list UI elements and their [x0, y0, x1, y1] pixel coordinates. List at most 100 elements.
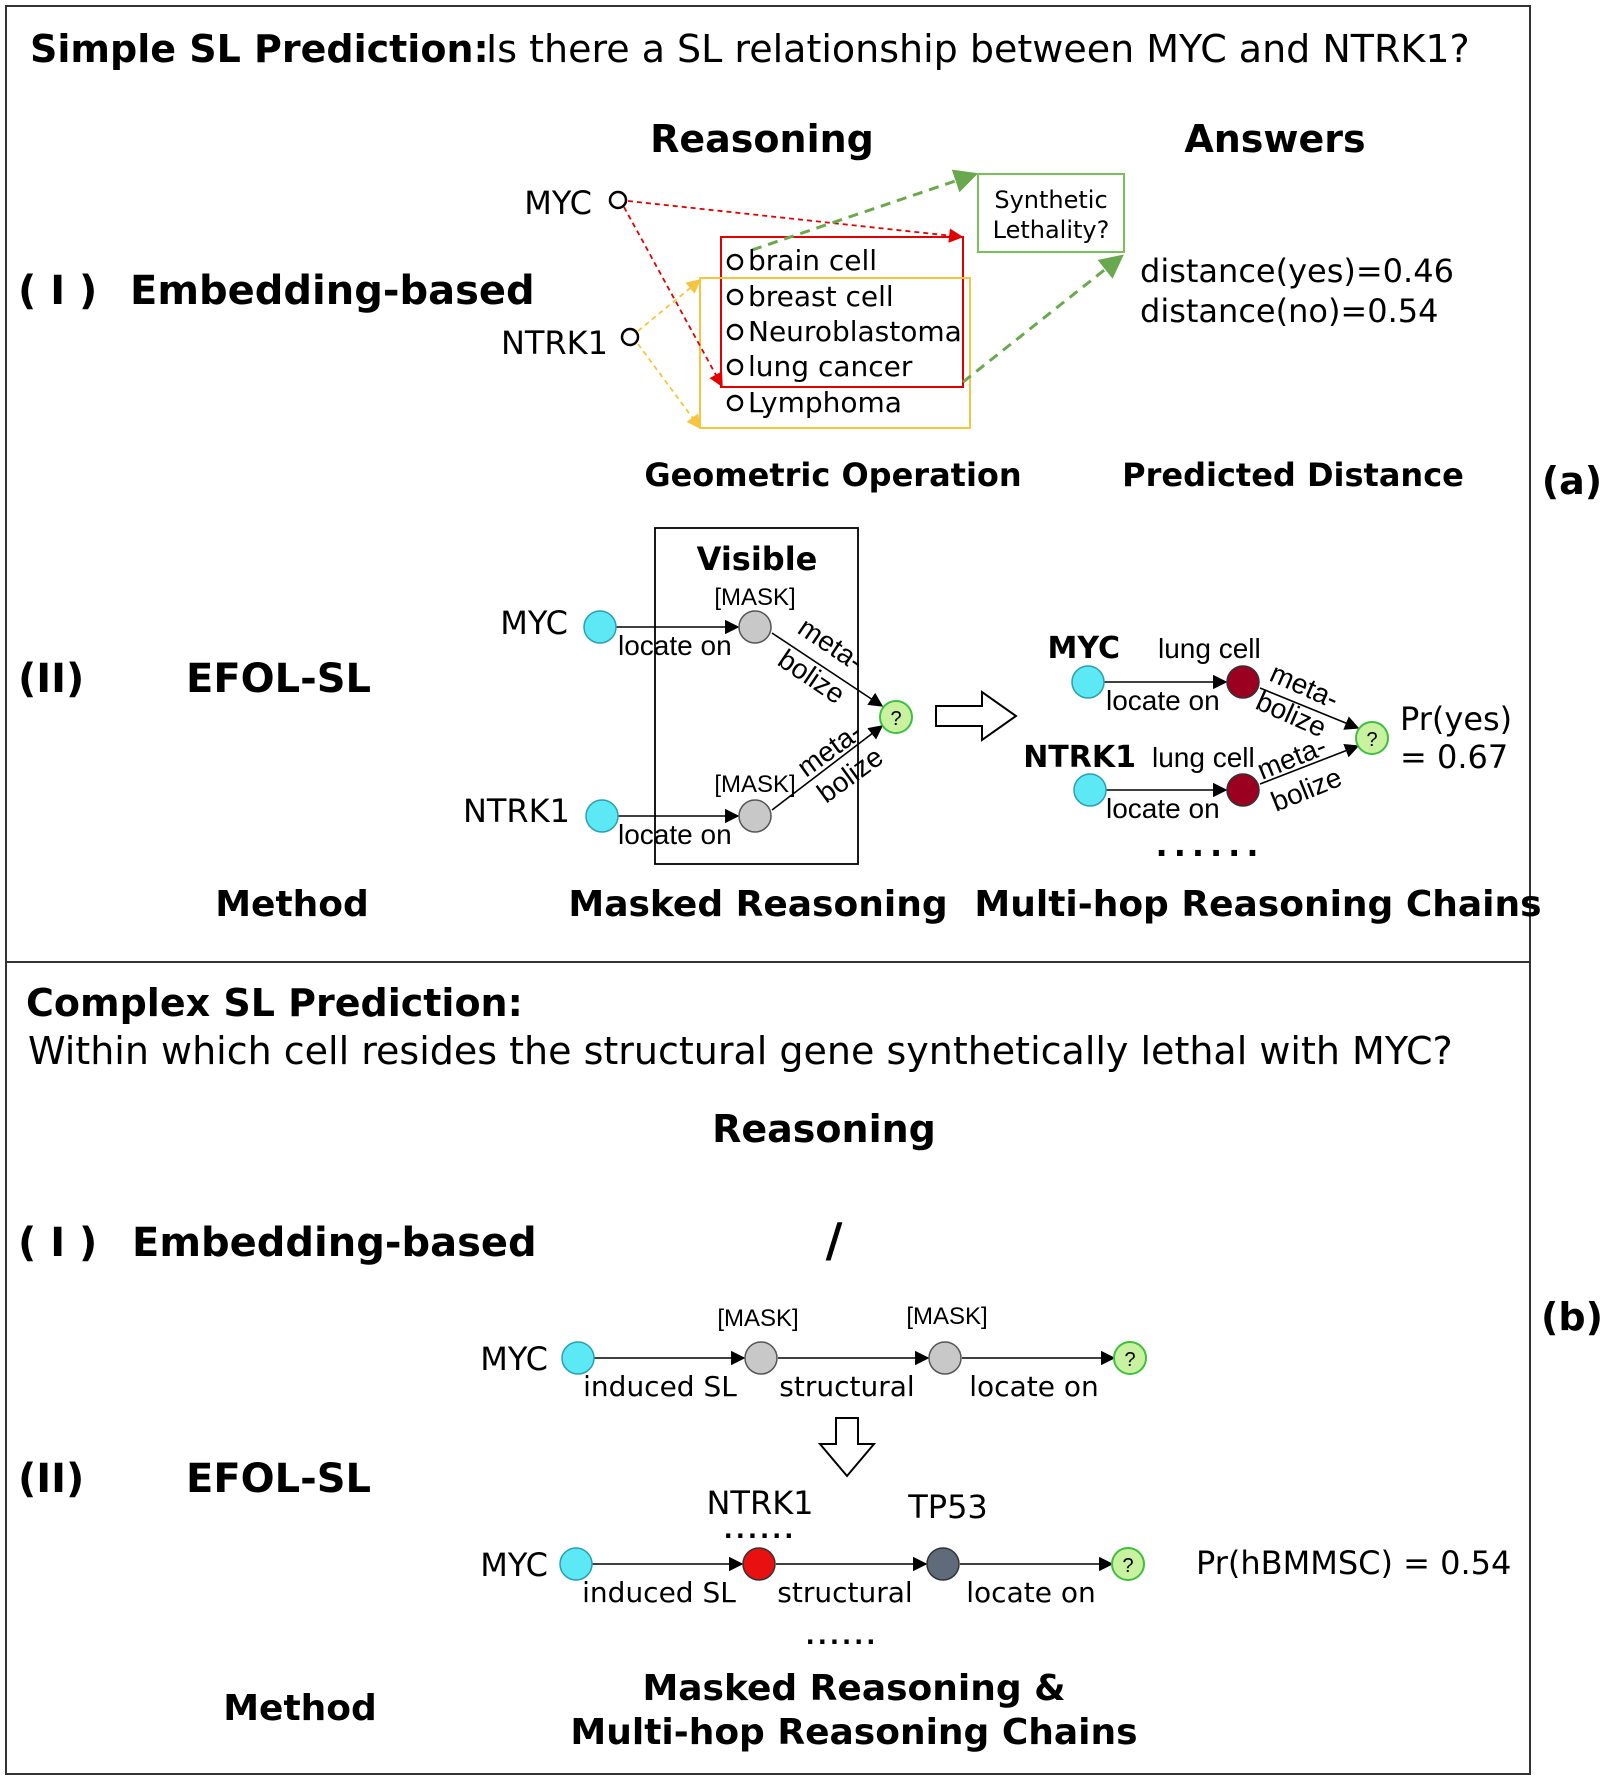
chain-relation-locate-on: locate on	[1106, 793, 1220, 824]
ntrk1-arrow-2	[637, 343, 701, 430]
chain-gene-myc: MYC	[1047, 631, 1120, 666]
green-arrow-2	[962, 254, 1124, 384]
b-chain-dots-upper: ......	[724, 1516, 797, 1544]
panel-b-reasoning-header: Reasoning	[712, 1107, 936, 1151]
chain-edge-meta-1	[1259, 687, 1360, 730]
chain-node-ntrk1	[1073, 773, 1107, 807]
chain-result-line2: = 0.67	[1400, 738, 1508, 776]
b-masked-node-myc	[561, 1341, 595, 1375]
entity-node	[726, 358, 744, 376]
mask-label-2: [MASK]	[714, 771, 795, 798]
a-row2-method: EFOL-SL	[186, 656, 371, 702]
b-chain-rel-structural: structural	[777, 1576, 912, 1609]
a-row1-method: Embedding-based	[130, 268, 535, 314]
myc-arrow-2	[623, 206, 723, 388]
mask-label-1: [MASK]	[714, 584, 795, 611]
b-row1-index: ( I )	[18, 1220, 97, 1266]
a-row1-ntrk1-node	[620, 327, 640, 347]
a-row1-gene-ntrk1: NTRK1	[501, 324, 608, 362]
chain-query-label: ?	[1366, 729, 1377, 751]
masked-gene-ntrk1: NTRK1	[463, 792, 570, 830]
b-masked-query-node	[1113, 1341, 1147, 1375]
caption-geometric-operation: Geometric Operation	[644, 456, 1021, 494]
caption-predicted-distance: Predicted Distance	[1122, 456, 1464, 494]
b-chain-result: Pr(hBMMSC) = 0.54	[1196, 1544, 1511, 1582]
panel-b-question: Within which cell resides the structural…	[28, 1029, 1453, 1073]
entity-label: brain cell	[748, 244, 877, 277]
b-row2-index: (II)	[18, 1456, 84, 1502]
entity-label: lung cancer	[748, 350, 913, 383]
panel-b-question-label: Complex SL Prediction:	[26, 981, 523, 1025]
caption-multihop-chains: Multi-hop Reasoning Chains	[974, 884, 1541, 925]
green-arrow-1	[751, 169, 979, 252]
query-box-line2: Lethality?	[993, 216, 1110, 244]
b-chain-node-label-tp53: TP53	[907, 1488, 988, 1526]
entity-node	[726, 288, 744, 306]
relation-label-locate-on: locate on	[618, 630, 732, 661]
b-chain-rel-induced-sl: induced SL	[582, 1576, 736, 1609]
chain-more-dots: ......	[1156, 826, 1265, 864]
b-chain-gene-myc: MYC	[480, 1546, 548, 1584]
a-row1-myc-node	[608, 190, 628, 210]
b-chain-query-node	[1111, 1547, 1145, 1581]
myc-arrow-1	[627, 200, 964, 243]
b-chain-node-ntrk1	[742, 1547, 776, 1581]
b-masked-query-label: ?	[1124, 1349, 1135, 1371]
entity-label: Neuroblastoma	[748, 315, 962, 348]
visible-box	[654, 527, 859, 865]
b-row2-method: EFOL-SL	[186, 1456, 371, 1502]
query-box	[977, 173, 1125, 253]
b-masked-rel-induced-sl: induced SL	[583, 1370, 737, 1403]
caption-masked-multihop-line2: Multi-hop Reasoning Chains	[570, 1712, 1137, 1753]
masked-gene-myc: MYC	[500, 604, 568, 642]
panel-a-question-label: Simple SL Prediction:	[30, 27, 489, 71]
ntrk1-arrow-1	[637, 279, 702, 332]
chain-result-line1: Pr(yes)	[1400, 700, 1512, 738]
a-row1-index: ( I )	[18, 268, 97, 314]
edge-metabolize-2	[771, 725, 884, 811]
figure-frame	[5, 5, 1531, 1775]
a-row2-index: (II)	[18, 656, 84, 702]
panel-a-reasoning-header: Reasoning	[650, 117, 874, 161]
mask-node-2	[738, 799, 772, 833]
panel-a-question: Is there a SL relationship between MYC a…	[486, 27, 1470, 71]
b-chain-dots-lower: ......	[806, 1622, 879, 1650]
caption-masked-reasoning: Masked Reasoning	[568, 884, 947, 925]
relation-label-locate-on: locate on	[618, 819, 732, 850]
b-chain-node-myc	[559, 1547, 593, 1581]
answer-distance-yes: distance(yes)=0.46	[1140, 252, 1454, 290]
b-masked-node-1	[744, 1341, 778, 1375]
b-masked-mask-label: [MASK]	[906, 1303, 987, 1330]
transform-arrow	[935, 690, 1018, 742]
b-masked-gene-myc: MYC	[480, 1340, 548, 1378]
myc-region-box	[720, 236, 964, 388]
b-chain-node-label-ntrk1: NTRK1	[706, 1484, 813, 1522]
caption-method-b: Method	[223, 1688, 377, 1729]
chain-node-myc	[1071, 665, 1105, 699]
entity-label: Lymphoma	[748, 386, 902, 419]
chain-relation-locate-on: locate on	[1106, 685, 1220, 716]
panel-a-tag: (a)	[1542, 459, 1602, 503]
caption-method-a: Method	[215, 884, 369, 925]
edge-metabolize-1	[771, 632, 884, 707]
chain-entity-1: lung cell	[1158, 633, 1261, 664]
b-chain-query-label: ?	[1122, 1555, 1133, 1577]
mask-node-1	[738, 610, 772, 644]
query-node-label: ?	[890, 708, 901, 730]
b-masked-mask-label: [MASK]	[717, 1305, 798, 1332]
chain-query-node	[1355, 721, 1389, 755]
entity-node	[726, 253, 744, 271]
b-chain-node-tp53	[926, 1547, 960, 1581]
chain-entity-2: lung cell	[1152, 742, 1255, 773]
answer-distance-no: distance(no)=0.54	[1140, 292, 1438, 330]
panel-b-tag: (b)	[1541, 1295, 1603, 1339]
gene-node-myc	[583, 610, 617, 644]
visible-label: Visible	[697, 540, 818, 578]
chain-edge-meta-2	[1259, 743, 1360, 785]
entity-label: breast cell	[748, 280, 894, 313]
b-transform-arrow	[817, 1417, 877, 1478]
caption-masked-multihop-line1: Masked Reasoning &	[642, 1668, 1065, 1709]
panel-a-answers-header: Answers	[1184, 117, 1365, 161]
a-row1-gene-myc: MYC	[524, 184, 592, 222]
